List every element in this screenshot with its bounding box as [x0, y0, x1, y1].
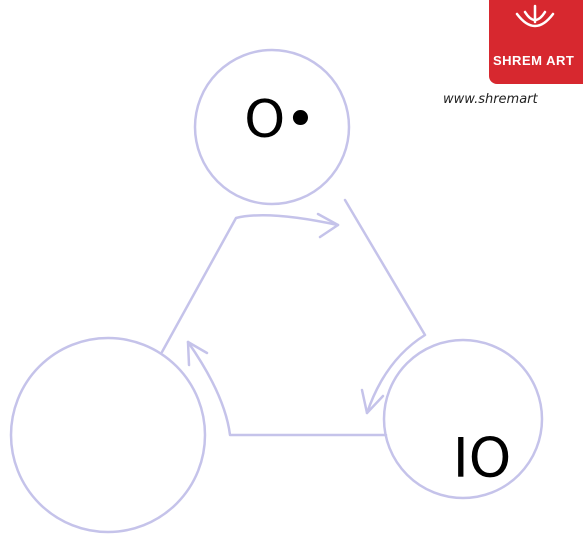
website-url: www.shremart	[443, 92, 538, 107]
lotus-icon	[515, 4, 555, 28]
node-bottom-right-circle	[382, 338, 544, 500]
node-bottom-left-circle	[9, 336, 207, 534]
node-top-circle	[193, 48, 351, 206]
edge-bottom-left-to-top	[160, 213, 340, 354]
edge-top-to-bottom-right	[343, 198, 427, 415]
arrowhead-bottom-left	[186, 340, 209, 367]
brand-name: SHREM ART	[493, 53, 575, 68]
node-top-label: O•	[244, 90, 316, 150]
arrowhead-top	[316, 212, 340, 239]
edge-bottom-right-to-bottom-left	[186, 340, 388, 437]
brand-logo: SHREM ART	[489, 0, 583, 84]
node-bottom-right-label: OI	[453, 424, 511, 487]
arrowhead-bottom-right	[360, 388, 385, 415]
